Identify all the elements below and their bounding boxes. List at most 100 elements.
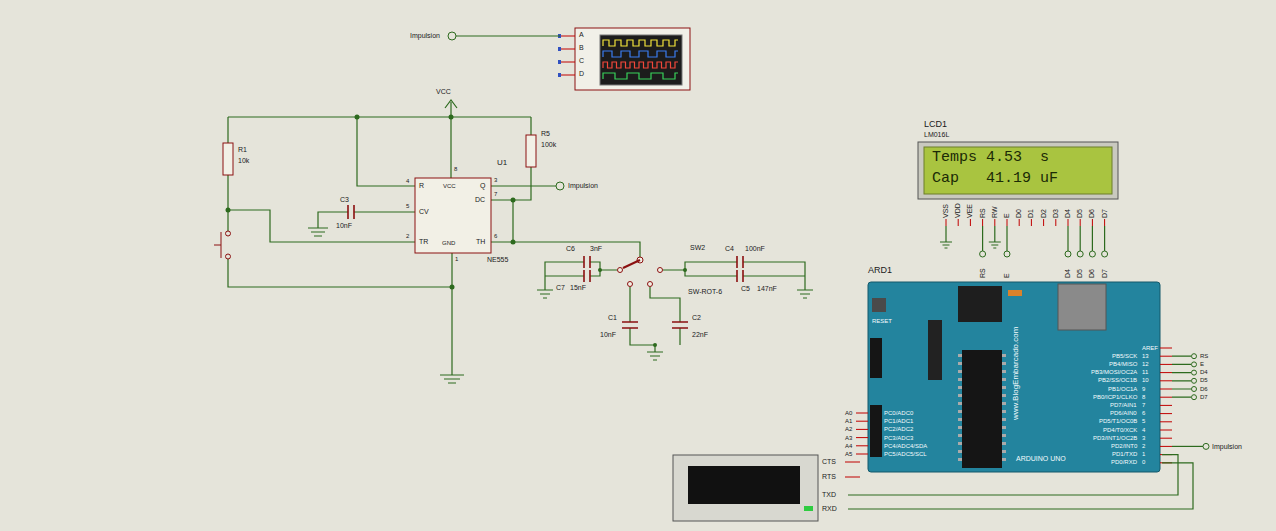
arduino-board: [1002, 362, 1006, 365]
component-reference: A: [579, 31, 584, 38]
arduino-board: [1002, 426, 1006, 429]
component-text: VCC: [443, 183, 456, 189]
arduino-board: [1008, 290, 1022, 296]
arduino-board: [1160, 446, 1172, 447]
virtual-terminal-symbol: [845, 462, 860, 477]
component-text: D: [579, 70, 584, 77]
part-label: D3: [1052, 209, 1059, 218]
wire: [663, 262, 805, 290]
wire: [1172, 446, 1203, 447]
ground-symbol: [440, 375, 464, 383]
component-text: Q: [480, 182, 485, 189]
resistor-symbol: [223, 135, 536, 175]
part-label: SW-ROT-6: [688, 288, 722, 295]
arduino-board: [1002, 386, 1006, 389]
pin-label: 3: [494, 177, 497, 183]
lcd-module: [958, 219, 959, 226]
ground-symbol: [797, 290, 813, 298]
pin-label: PD2/INT0: [1111, 443, 1137, 449]
part-label: VSS: [942, 204, 949, 218]
pin-label: PD4/T0/XCK: [1103, 427, 1137, 433]
pin-label: PD6/AIN0: [1110, 410, 1137, 416]
net-terminal: [448, 32, 456, 40]
arduino-board: [958, 378, 962, 381]
arduino-board: [870, 338, 882, 378]
net-terminal: [1203, 443, 1209, 449]
lcd-module: [994, 219, 995, 226]
part-label: Impulsion: [568, 182, 598, 189]
part-label: D6: [1088, 209, 1095, 218]
rotary-switch-symbol: [628, 282, 633, 287]
resistor-symbol: [223, 143, 233, 175]
lcd-module: [1092, 219, 1093, 226]
pin-label: PB4/MISO: [1109, 361, 1137, 367]
ground-symbol: [647, 352, 663, 360]
oscilloscope-symbol: [558, 34, 561, 77]
arduino-board: [928, 320, 942, 380]
part-label: RW: [991, 206, 998, 218]
pin-label: 3: [1142, 435, 1145, 441]
arduino-board: [958, 370, 962, 373]
part-label: 15nF: [570, 284, 586, 291]
lcd-module: [970, 219, 971, 226]
part-label: RS: [979, 268, 986, 278]
arduino-board: [1160, 364, 1172, 365]
arduino-board: [1002, 354, 1006, 357]
pin-label: PC0/ADC0: [884, 410, 913, 416]
lcd-module: [1068, 219, 1069, 226]
component-text: TH: [476, 238, 485, 245]
arduino-board: [1160, 356, 1172, 357]
pin-label: D5: [1200, 377, 1208, 383]
pushbutton-symbol: [226, 231, 231, 236]
pin-label: 8: [1142, 394, 1145, 400]
oscilloscope-symbol: [603, 62, 678, 68]
virtual-terminal-symbol: [673, 455, 818, 521]
arduino-board: [856, 437, 868, 438]
pin-label: D4: [1200, 369, 1208, 375]
wire: [1172, 356, 1191, 397]
part-label: 10nF: [336, 222, 352, 229]
pin-label: 9: [1142, 386, 1145, 392]
junction-dot: [683, 268, 687, 272]
arduino-board: [958, 410, 962, 413]
junction-dot: [355, 115, 360, 120]
pin-label: PB1/OC1A: [1108, 386, 1137, 392]
arduino-board: [1002, 442, 1006, 445]
pin-label: 1: [1142, 451, 1145, 457]
rotary-switch-symbol: [623, 260, 640, 268]
part-label: VEE: [966, 204, 973, 218]
part-label: VDD: [954, 203, 961, 218]
pin-label: PB0/ICP1/CLKO: [1093, 394, 1137, 400]
ground-symbol: [537, 290, 553, 298]
arduino-board: [1160, 413, 1172, 414]
component-text: ARDUINO UNO: [1016, 455, 1066, 462]
arduino-board: [958, 354, 962, 357]
net-terminal: [1192, 378, 1197, 383]
pin-label: 4: [406, 178, 409, 184]
lcd-module: [946, 219, 1105, 226]
component-reference: ARD1: [868, 266, 892, 275]
lcd-module: [1055, 219, 1056, 226]
part-label: C3: [340, 196, 349, 203]
arduino-board: [1002, 434, 1006, 437]
ne555-timer: U1RVCCQDCCVTRGNDTHNE555: [400, 157, 530, 267]
arduino-board: [958, 354, 1006, 461]
wire: [630, 287, 680, 352]
pin-label: 12: [1142, 361, 1149, 367]
wire: [946, 226, 1105, 251]
net-terminal: [980, 251, 986, 257]
capacitor-symbol: [622, 322, 688, 328]
arduino-board: [958, 442, 962, 445]
pin-label: A5: [845, 451, 852, 457]
arduino-board: [856, 282, 1172, 472]
pin-label: 2: [406, 233, 409, 239]
arduino-board: [1002, 450, 1006, 453]
arduino-board: [1160, 372, 1172, 373]
serial-wire: [848, 455, 1178, 495]
part-label: SW2: [690, 244, 705, 251]
wire: [491, 185, 556, 186]
net-terminal: [1102, 251, 1108, 257]
capacitor-symbol: [348, 205, 743, 328]
